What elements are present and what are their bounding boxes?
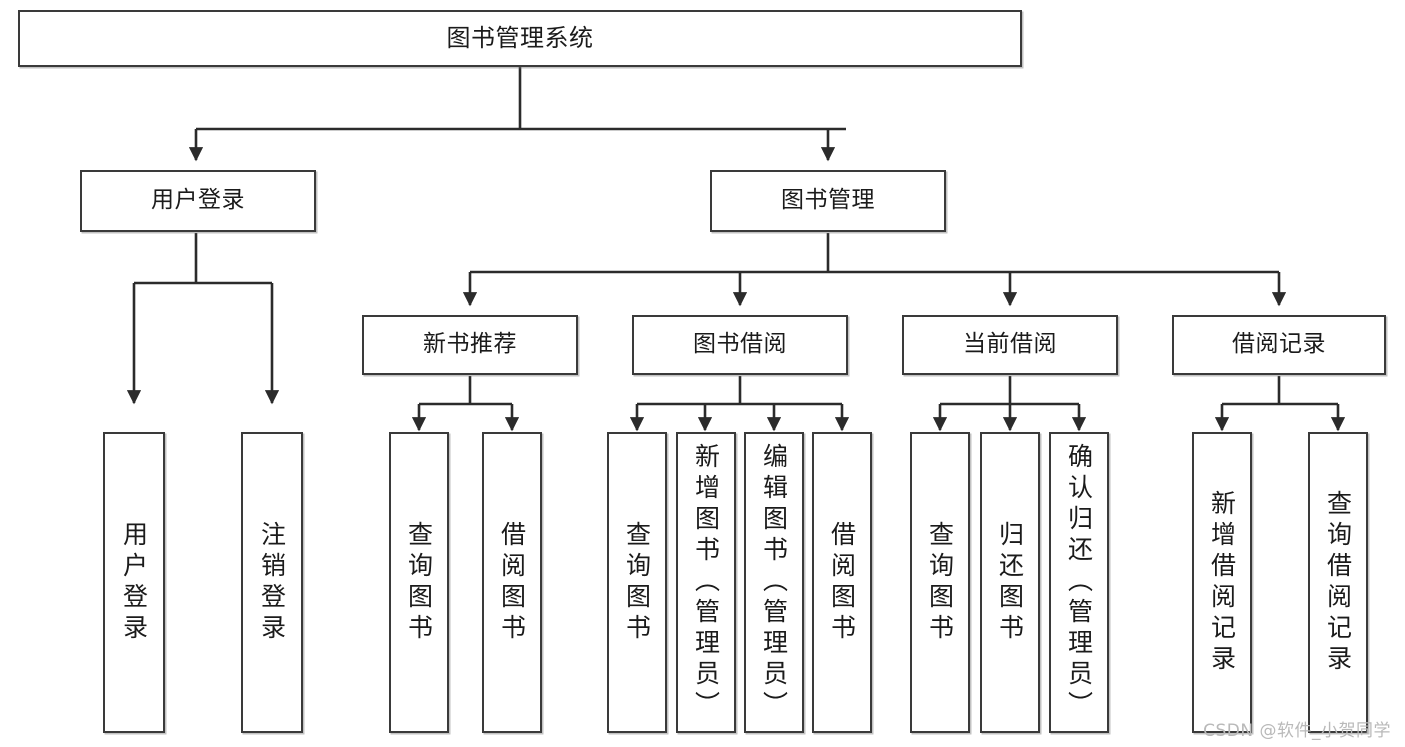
node-label: 借阅图书 [497, 520, 527, 645]
node-label: 当前借阅 [963, 331, 1057, 358]
node-label: 查询图书 [925, 520, 955, 645]
node-user-login[interactable]: 用户登录 [80, 170, 316, 232]
node-label: 查询借阅记录 [1323, 489, 1353, 676]
node-label: 查询图书 [622, 520, 652, 645]
leaf-current-borrow-return-book[interactable]: 归还图书 [980, 432, 1040, 733]
node-current-borrow[interactable]: 当前借阅 [902, 315, 1118, 375]
node-label: 图书管理系统 [446, 24, 594, 53]
node-label: 注销登录 [257, 520, 287, 645]
leaf-book-borrow-borrow-book[interactable]: 借阅图书 [812, 432, 872, 733]
leaf-user-login-login[interactable]: 用户登录 [103, 432, 165, 733]
leaf-user-login-logout[interactable]: 注销登录 [241, 432, 303, 733]
leaf-new-book-borrow-book[interactable]: 借阅图书 [482, 432, 542, 733]
node-label: 新书推荐 [423, 331, 517, 358]
leaf-book-borrow-edit-book-admin[interactable]: 编辑图书（管理员） [744, 432, 804, 733]
leaf-current-borrow-confirm-return-admin[interactable]: 确认归还（管理员） [1049, 432, 1109, 733]
node-borrow-record[interactable]: 借阅记录 [1172, 315, 1386, 375]
node-label: 新增借阅记录 [1207, 489, 1237, 676]
node-label: 用户登录 [119, 520, 149, 645]
node-label: 借阅图书 [827, 520, 857, 645]
node-label: 归还图书 [995, 520, 1025, 645]
leaf-book-borrow-query-book[interactable]: 查询图书 [607, 432, 667, 733]
node-label: 查询图书 [404, 520, 434, 645]
node-label: 确认归还（管理员） [1064, 443, 1094, 722]
node-book-management[interactable]: 图书管理 [710, 170, 946, 232]
leaf-new-book-query-book[interactable]: 查询图书 [389, 432, 449, 733]
leaf-borrow-record-add-record[interactable]: 新增借阅记录 [1192, 432, 1252, 733]
node-label: 用户登录 [151, 187, 245, 214]
node-label: 图书管理 [781, 187, 875, 214]
leaf-current-borrow-query-book[interactable]: 查询图书 [910, 432, 970, 733]
node-label: 编辑图书（管理员） [759, 443, 789, 722]
node-new-book-recommend[interactable]: 新书推荐 [362, 315, 578, 375]
leaf-book-borrow-add-book-admin[interactable]: 新增图书（管理员） [676, 432, 736, 733]
node-label: 新增图书（管理员） [691, 443, 721, 722]
csdn-watermark: CSDN @软件_小贺同学 [1203, 721, 1391, 741]
leaf-borrow-record-query-record[interactable]: 查询借阅记录 [1308, 432, 1368, 733]
node-label: 图书借阅 [693, 331, 787, 358]
node-root-library-management-system[interactable]: 图书管理系统 [18, 10, 1022, 67]
node-label: 借阅记录 [1232, 331, 1326, 358]
node-book-borrow[interactable]: 图书借阅 [632, 315, 848, 375]
